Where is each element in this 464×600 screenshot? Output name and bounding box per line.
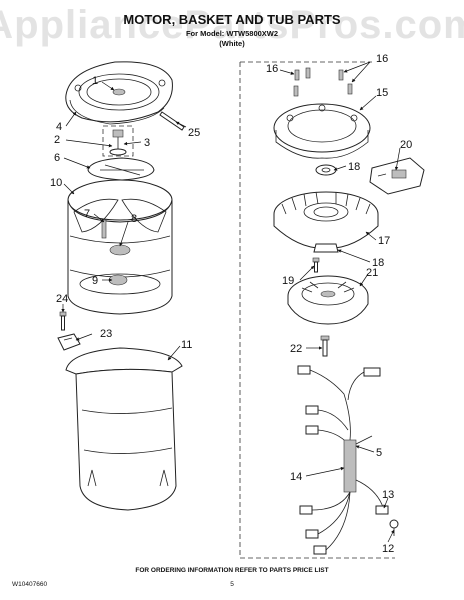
color-line: (White) — [219, 39, 245, 48]
page-title: MOTOR, BASKET AND TUB PARTS — [123, 12, 340, 27]
agitator-cap — [87, 157, 155, 181]
rotor-screw — [312, 257, 320, 273]
bolt-part — [59, 311, 67, 331]
motor-mount — [273, 103, 371, 159]
bracket-part — [57, 333, 81, 351]
hub-hardware — [102, 125, 134, 157]
callout-20: 20 — [400, 139, 412, 151]
callout-4: 4 — [56, 121, 62, 133]
outer-tub — [65, 347, 183, 511]
page-number: 5 — [230, 581, 234, 588]
motor-rotor — [287, 275, 369, 325]
wiring-harness — [297, 365, 389, 555]
callout-24: 24 — [56, 293, 68, 305]
doc-number: W10407660 — [12, 581, 47, 588]
tub-ring — [65, 61, 173, 125]
callout-10: 10 — [50, 177, 62, 189]
rod-part — [159, 111, 185, 131]
callout-22: 22 — [290, 343, 302, 355]
callout-16-left: 16 — [266, 63, 278, 75]
callout-13: 13 — [382, 489, 394, 501]
callout-23: 23 — [100, 328, 112, 340]
callout-14: 14 — [290, 471, 302, 483]
washer-upper — [315, 164, 337, 176]
callout-17: 17 — [378, 235, 390, 247]
callout-16-right: 16 — [376, 53, 388, 65]
rotor-sensor — [369, 157, 425, 195]
callout-11: 11 — [181, 339, 192, 351]
callout-18-upper: 18 — [348, 161, 360, 173]
wash-basket — [67, 179, 173, 315]
leader-lines — [61, 61, 401, 543]
harness-clip — [389, 519, 399, 536]
callout-7: 7 — [84, 208, 90, 220]
callout-5: 5 — [376, 447, 382, 459]
watermark-text: AppliancePartsPros.com — [0, 3, 464, 47]
callout-9: 9 — [92, 275, 98, 287]
callout-8: 8 — [131, 213, 137, 225]
motor-assembly-boundary — [239, 61, 395, 559]
ordering-note: FOR ORDERING INFORMATION REFER TO PARTS … — [135, 567, 328, 574]
callout-25: 25 — [188, 127, 200, 139]
callout-3: 3 — [144, 137, 150, 149]
rotor-bolt — [320, 335, 330, 357]
callout-1: 1 — [92, 75, 98, 87]
motor-stator — [273, 191, 379, 249]
model-line: For Model: WTW5800XW2 — [186, 29, 278, 38]
callout-21: 21 — [366, 267, 378, 279]
washer-lower — [313, 243, 339, 253]
callout-19: 19 — [282, 275, 294, 287]
callout-15: 15 — [376, 87, 388, 99]
callout-6: 6 — [54, 152, 60, 164]
callout-12: 12 — [382, 543, 394, 555]
pins-part — [293, 67, 353, 97]
callout-2: 2 — [54, 134, 60, 146]
callout-18-lower: 18 — [372, 257, 384, 269]
